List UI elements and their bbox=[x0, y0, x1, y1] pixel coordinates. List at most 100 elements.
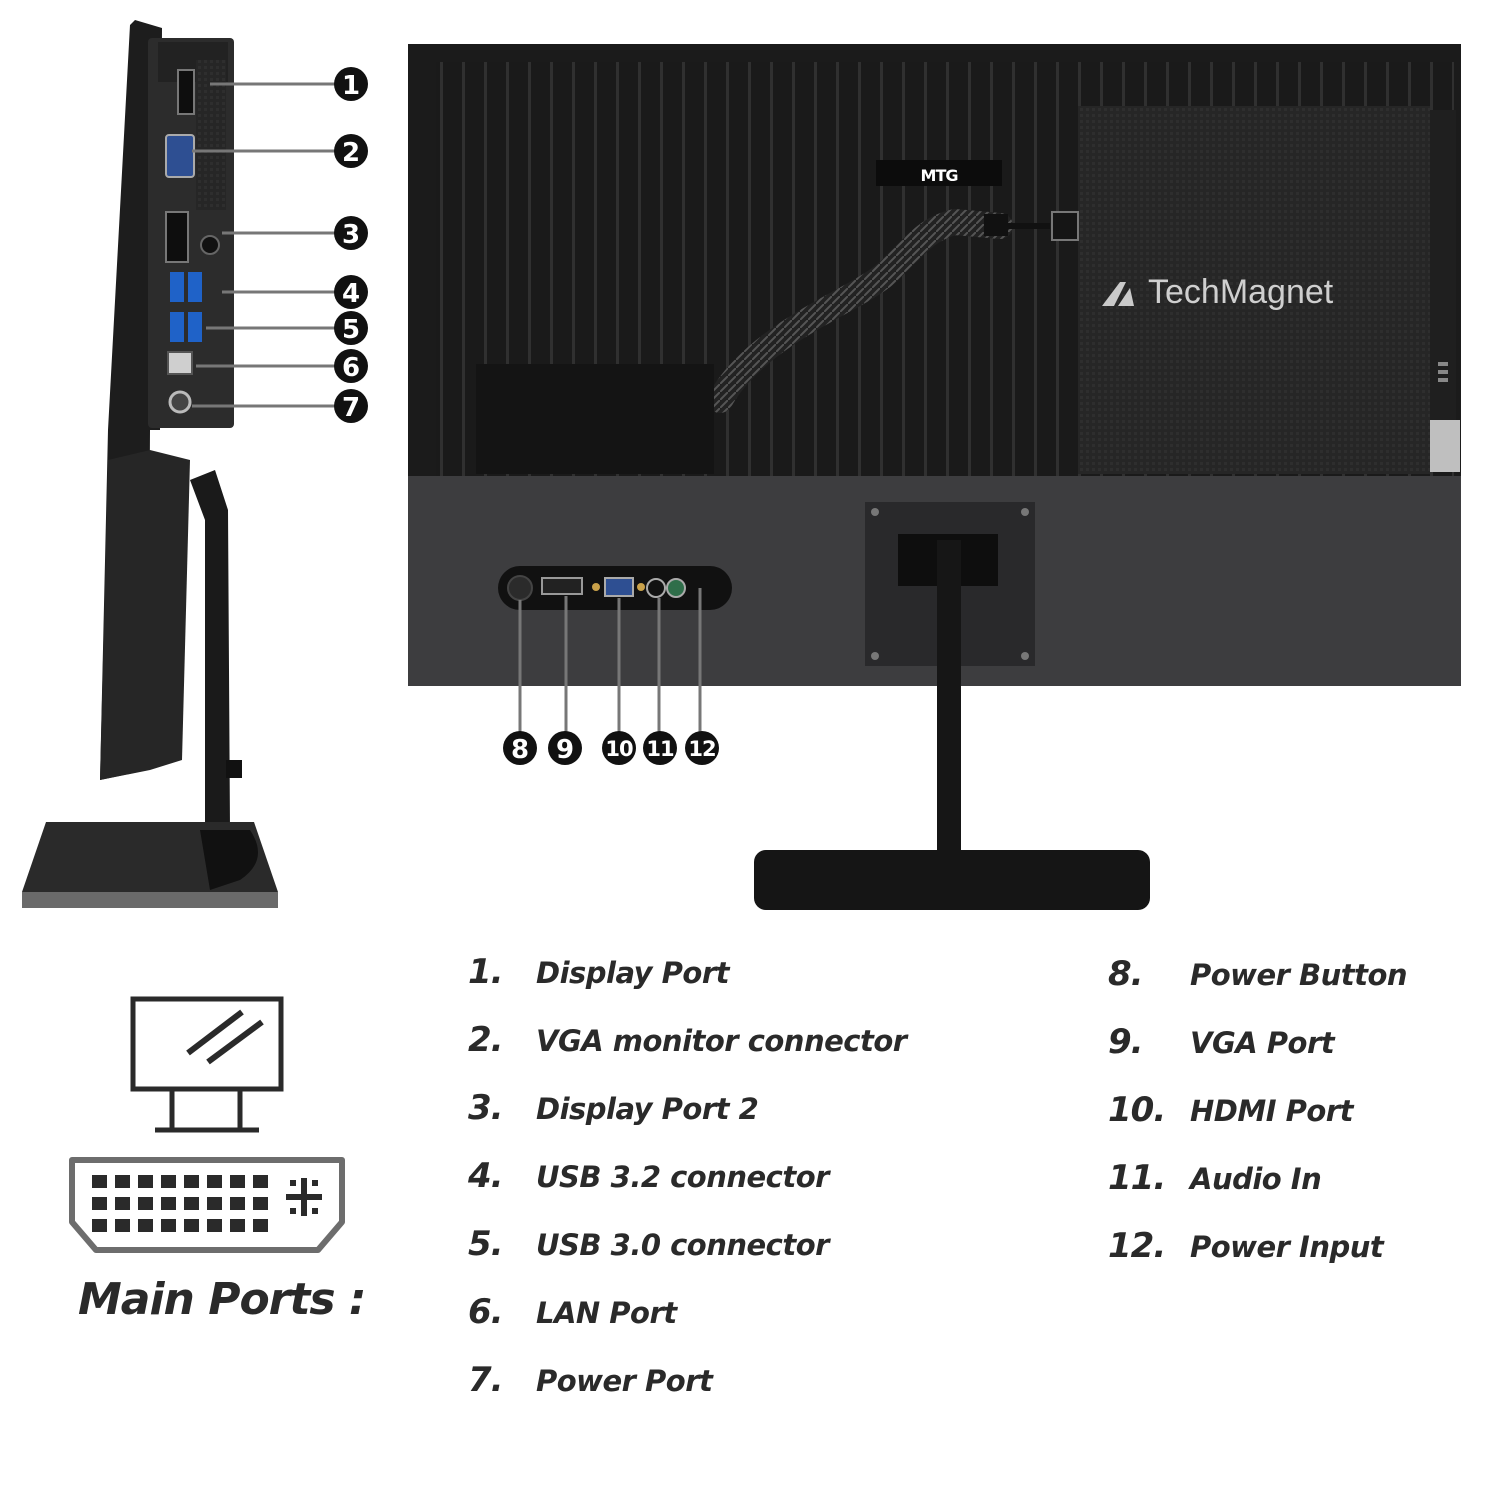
dvi-pin bbox=[92, 1175, 107, 1188]
legend-number: 1. bbox=[468, 952, 504, 992]
mtg-badge bbox=[876, 160, 1002, 186]
callout-1-text: 1 bbox=[342, 71, 360, 101]
dvi-pin bbox=[230, 1197, 245, 1210]
lan-port bbox=[167, 351, 193, 375]
dvi-pin bbox=[115, 1219, 130, 1232]
dvi-pin bbox=[161, 1175, 176, 1188]
dvi-pin bbox=[92, 1197, 107, 1210]
power-button bbox=[507, 575, 533, 601]
dvi-connector-icon bbox=[69, 1157, 345, 1253]
displayport-1-port bbox=[177, 69, 195, 115]
dvi-pin bbox=[115, 1197, 130, 1210]
monitor-icon bbox=[130, 996, 284, 1133]
dvi-pin bbox=[253, 1197, 268, 1210]
callout-12 bbox=[685, 731, 719, 765]
mtg-badge-text: MTG bbox=[921, 166, 958, 185]
callout-leader-lines bbox=[192, 82, 702, 732]
displayport-2-port bbox=[165, 211, 189, 263]
rear-vga-port bbox=[541, 577, 583, 595]
legend-number: 2. bbox=[468, 1020, 504, 1060]
callout-9-text: 9 bbox=[556, 735, 574, 765]
callout-6 bbox=[334, 349, 368, 383]
vga-port bbox=[165, 134, 195, 178]
dvi-pin bbox=[184, 1219, 199, 1232]
callout-7 bbox=[334, 389, 368, 423]
callout-3-text: 3 bbox=[342, 220, 360, 250]
callout-10 bbox=[602, 731, 636, 765]
callout-6-text: 6 bbox=[342, 353, 360, 383]
hdmi-port bbox=[604, 577, 634, 597]
legend-label: Power Port bbox=[536, 1364, 713, 1398]
dvi-pin bbox=[207, 1175, 222, 1188]
legend-number: 7. bbox=[468, 1360, 504, 1400]
dvi-pin bbox=[161, 1219, 176, 1232]
legend-number: 10. bbox=[1108, 1090, 1166, 1130]
dvi-pin bbox=[253, 1175, 268, 1188]
side-view-monitor bbox=[22, 20, 278, 908]
callout-4 bbox=[334, 275, 368, 309]
callout-12-text: 12 bbox=[688, 737, 715, 761]
callout-8 bbox=[503, 731, 537, 765]
audio-in-port bbox=[646, 578, 666, 598]
legend-label: LAN Port bbox=[536, 1296, 677, 1330]
callout-11 bbox=[643, 731, 677, 765]
legend-number: 5. bbox=[468, 1224, 504, 1264]
legend-number: 8. bbox=[1108, 954, 1144, 994]
dvi-pin bbox=[207, 1219, 222, 1232]
dvi-pin bbox=[184, 1197, 199, 1210]
brand-name: TechMagnet bbox=[1148, 273, 1334, 311]
legend-label: VGA monitor connector bbox=[536, 1024, 907, 1058]
rear-view-monitor: TechMagnet MTG bbox=[408, 44, 1461, 910]
main-ports-heading: Main Ports : bbox=[78, 1274, 367, 1325]
dvi-pin bbox=[138, 1197, 153, 1210]
callout-5-text: 5 bbox=[342, 315, 360, 345]
dvi-pin bbox=[184, 1175, 199, 1188]
dvi-pin bbox=[138, 1175, 153, 1188]
dvi-pin bbox=[253, 1219, 268, 1232]
callout-badges: 1 2 3 4 5 6 7 8 9 10 11 12 bbox=[334, 67, 719, 765]
callout-9 bbox=[548, 731, 582, 765]
stand-neck bbox=[937, 540, 961, 860]
callout-5 bbox=[334, 311, 368, 345]
legend-label: Display Port 2 bbox=[536, 1092, 759, 1126]
callout-11-text: 11 bbox=[646, 737, 674, 761]
techmagnet-logo: TechMagnet bbox=[1102, 273, 1334, 311]
dvi-pin bbox=[230, 1219, 245, 1232]
dvi-pin bbox=[138, 1219, 153, 1232]
legend-label: Display Port bbox=[536, 956, 730, 990]
callout-3 bbox=[334, 216, 368, 250]
legend-label: USB 3.0 connector bbox=[536, 1228, 829, 1262]
legend-number: 3. bbox=[468, 1088, 504, 1128]
power-input-port bbox=[666, 578, 686, 598]
callout-10-text: 10 bbox=[605, 737, 633, 761]
legend-number: 11. bbox=[1108, 1158, 1166, 1198]
mini-pc-rear-module bbox=[1078, 106, 1430, 474]
callout-4-text: 4 bbox=[342, 279, 360, 309]
legend-number: 12. bbox=[1108, 1226, 1166, 1266]
legend-label: Power Input bbox=[1190, 1230, 1384, 1264]
usb-3-2-port bbox=[170, 272, 184, 302]
legend-label: VGA Port bbox=[1190, 1026, 1335, 1060]
dvi-pin bbox=[115, 1175, 130, 1188]
cable-holder bbox=[476, 364, 714, 474]
dvi-pin bbox=[92, 1219, 107, 1232]
legend-number: 9. bbox=[1108, 1022, 1144, 1062]
legend-label: USB 3.2 connector bbox=[536, 1160, 829, 1194]
dvi-pin bbox=[230, 1175, 245, 1188]
legend-number: 6. bbox=[468, 1292, 504, 1332]
usb-3-0-port bbox=[170, 312, 184, 342]
legend-label: Power Button bbox=[1190, 958, 1408, 992]
dvi-pin bbox=[207, 1197, 222, 1210]
braided-cable bbox=[707, 208, 1013, 413]
callout-2 bbox=[334, 134, 368, 168]
power-port bbox=[168, 390, 192, 414]
callout-2-text: 2 bbox=[342, 138, 360, 168]
callout-1 bbox=[334, 67, 368, 101]
legend-number: 4. bbox=[468, 1156, 504, 1196]
legend-label: Audio In bbox=[1190, 1162, 1322, 1196]
callout-7-text: 7 bbox=[342, 393, 360, 423]
callout-8-text: 8 bbox=[511, 735, 529, 765]
dvi-pin bbox=[161, 1197, 176, 1210]
legend-label: HDMI Port bbox=[1190, 1094, 1353, 1128]
